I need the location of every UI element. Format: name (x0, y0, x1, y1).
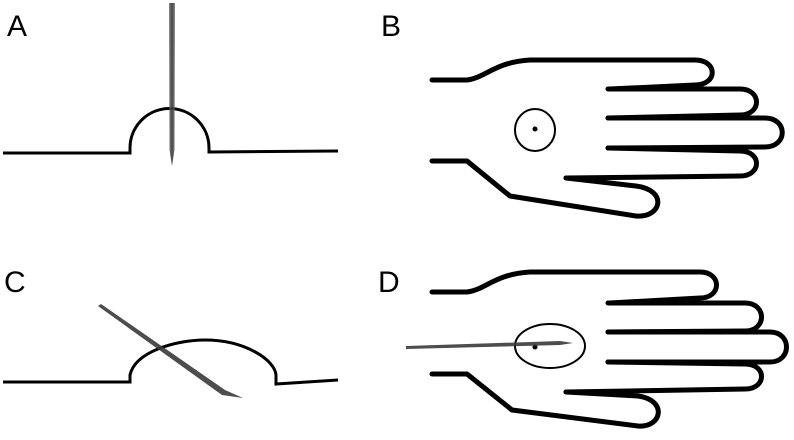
skin-surface-with-bump (3, 338, 339, 386)
target-point (532, 344, 538, 350)
finger-ring (563, 359, 764, 395)
finger-index (605, 86, 759, 121)
finger-ring (563, 145, 759, 181)
hand-outline-upper (429, 57, 715, 92)
thumb-and-wrist-lower (429, 158, 661, 219)
target-ellipse (514, 323, 586, 369)
target-circle (514, 108, 556, 152)
target-point (532, 126, 538, 132)
thumb-and-wrist-lower (429, 371, 661, 429)
panel-c-diagram (3, 304, 339, 398)
panel-a-diagram (3, 3, 339, 166)
finger-middle (605, 115, 785, 151)
panel-label-d: D (378, 266, 400, 299)
panel-label-b: B (381, 10, 402, 43)
finger-index (605, 300, 764, 335)
panel-b-diagram (429, 57, 785, 219)
panel-d-diagram (406, 269, 789, 429)
needle-icon (98, 304, 243, 398)
hand-outline-upper (429, 269, 719, 306)
panel-label-a: A (7, 10, 28, 43)
panel-label-c: C (4, 266, 26, 299)
needle-icon (169, 3, 175, 166)
needle-icon (406, 341, 573, 349)
finger-middle (605, 329, 789, 365)
